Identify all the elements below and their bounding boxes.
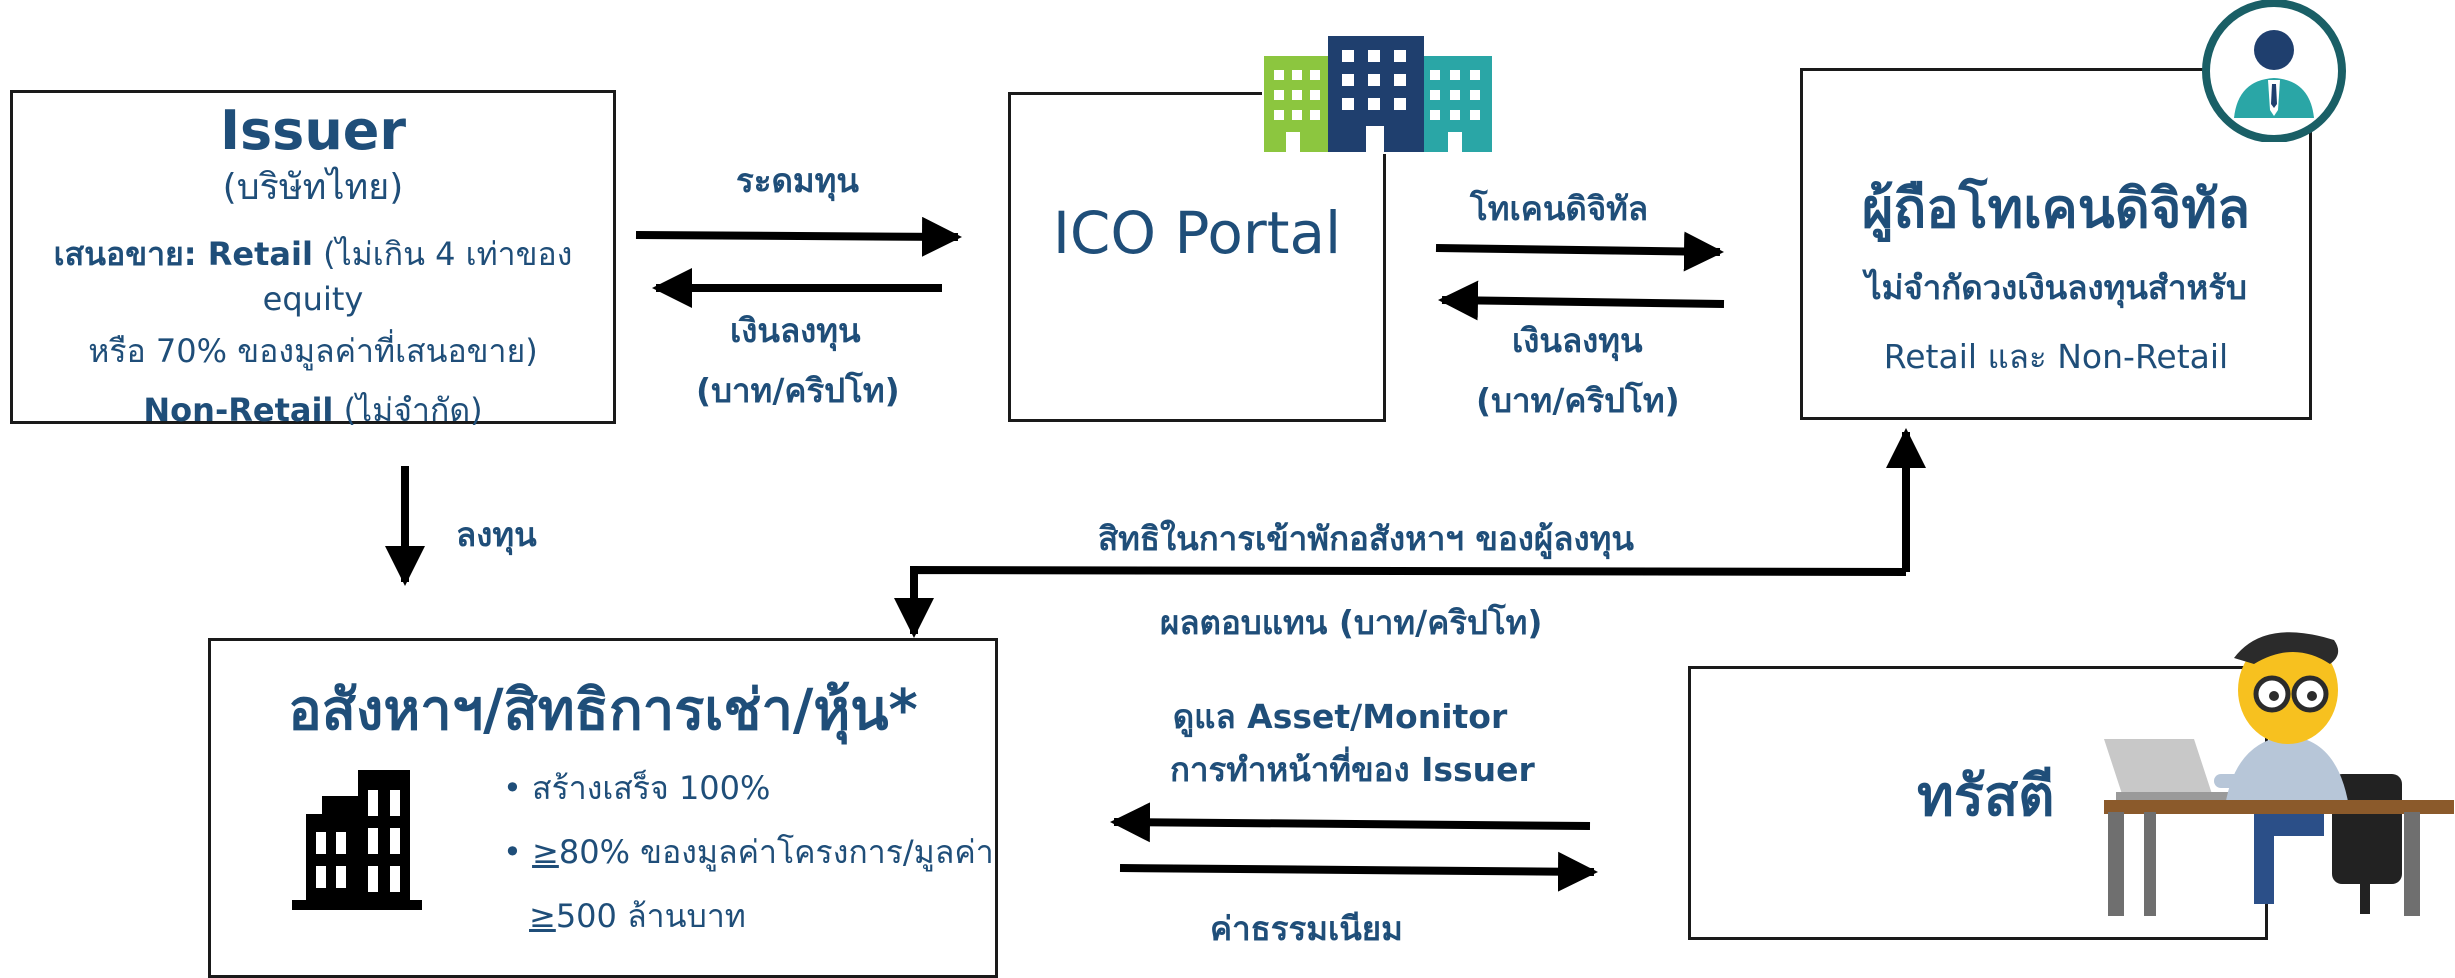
label-monitor-line-2: การทำหน้าที่ของ Issuer bbox=[1170, 750, 1535, 789]
businessman-avatar-icon bbox=[2202, 0, 2346, 142]
bullet-dot: • bbox=[503, 769, 533, 807]
issuer-retail-line: เสนอขาย: Retail (ไม่เกิน 4 เท่าของ equit… bbox=[13, 229, 613, 318]
apartment-building-icon bbox=[292, 770, 422, 910]
trustee-title: ทรัสตี bbox=[1917, 764, 2055, 829]
label-monitor-line-1: ดูแล Asset/Monitor bbox=[1172, 697, 1508, 736]
label-digital-token: โทเคนดิจิทัล bbox=[1470, 189, 1649, 228]
ico-portal-box: ICO Portal bbox=[1008, 92, 1386, 422]
label-raise: ระดมทุน bbox=[736, 161, 859, 200]
token-holder-line-2: Retail และ Non-Retail bbox=[1883, 337, 2229, 376]
issuer-nonretail-text: (ไม่จำกัด) bbox=[333, 391, 483, 429]
token-holder-title: ผู้ถือโทเคนดิจิทัล bbox=[1861, 177, 2251, 240]
arrow-invest-money-2 bbox=[1438, 280, 1725, 321]
label-rights: สิทธิในการเข้าพักอสังหาฯ ของผู้ลงทุน bbox=[1098, 519, 1634, 558]
issuer-box: Issuer (บริษัทไทย) เสนอขาย: Retail (ไม่เ… bbox=[10, 90, 616, 429]
asset-bullet-1: • สร้างเสร็จ 100% bbox=[503, 769, 771, 807]
person-at-desk-icon bbox=[2104, 632, 2454, 916]
issuer-title: Issuer bbox=[219, 99, 407, 162]
label-invest-money-2: เงินลงทุน bbox=[1512, 321, 1643, 360]
arrow-monitor bbox=[1110, 802, 1591, 843]
issuer-retail-label: เสนอขาย: Retail bbox=[53, 235, 313, 273]
token-holder-box: ผู้ถือโทเคนดิจิทัล ไม่จำกัดวงเงินลงทุนสำ… bbox=[1800, 68, 2312, 420]
label-invest: ลงทุน bbox=[456, 515, 537, 554]
ico-portal-title: ICO Portal bbox=[1052, 199, 1342, 267]
label-returns: ผลตอบแทน (บาท/คริปโท) bbox=[1160, 603, 1543, 642]
token-holder-line-1: ไม่จำกัดวงเงินลงทุนสำหรับ bbox=[1865, 268, 2247, 307]
asset-bullet-2: • ≥80% ของมูลค่าโครงการ/มูลค่า bbox=[503, 833, 994, 871]
office-buildings-icon bbox=[1262, 36, 1492, 154]
arrow-raise bbox=[635, 216, 962, 257]
label-baht-crypto-2: (บาท/คริปโท) bbox=[1476, 381, 1680, 420]
arrow-token bbox=[1435, 231, 1724, 272]
arrow-fee bbox=[1119, 851, 1598, 892]
bullet-dot: • bbox=[503, 833, 533, 871]
label-fee: ค่าธรรมเนียม bbox=[1210, 909, 1403, 948]
asset-bullet-3: ≥500 ล้านบาท bbox=[529, 897, 746, 935]
issuer-nonretail-label: Non-Retail bbox=[143, 391, 334, 429]
issuer-subtitle: (บริษัทไทย) bbox=[222, 167, 404, 208]
label-baht-crypto: (บาท/คริปโท) bbox=[696, 371, 900, 410]
label-monitor: ดูแล Asset/Monitor การทำหน้าที่ของ Issue… bbox=[1170, 690, 1535, 796]
issuer-nonretail-line: Non-Retail (ไม่จำกัด) bbox=[13, 385, 613, 436]
label-invest-money: เงินลงทุน bbox=[730, 311, 861, 350]
issuer-retail-line-2: หรือ 70% ของมูลค่าที่เสนอขาย) bbox=[88, 332, 538, 370]
issuer-retail-text: (ไม่เกิน 4 เท่าของ equity bbox=[262, 235, 573, 318]
asset-title: อสังหาฯ/สิทธิการเช่า/หุ้น* bbox=[288, 678, 918, 743]
